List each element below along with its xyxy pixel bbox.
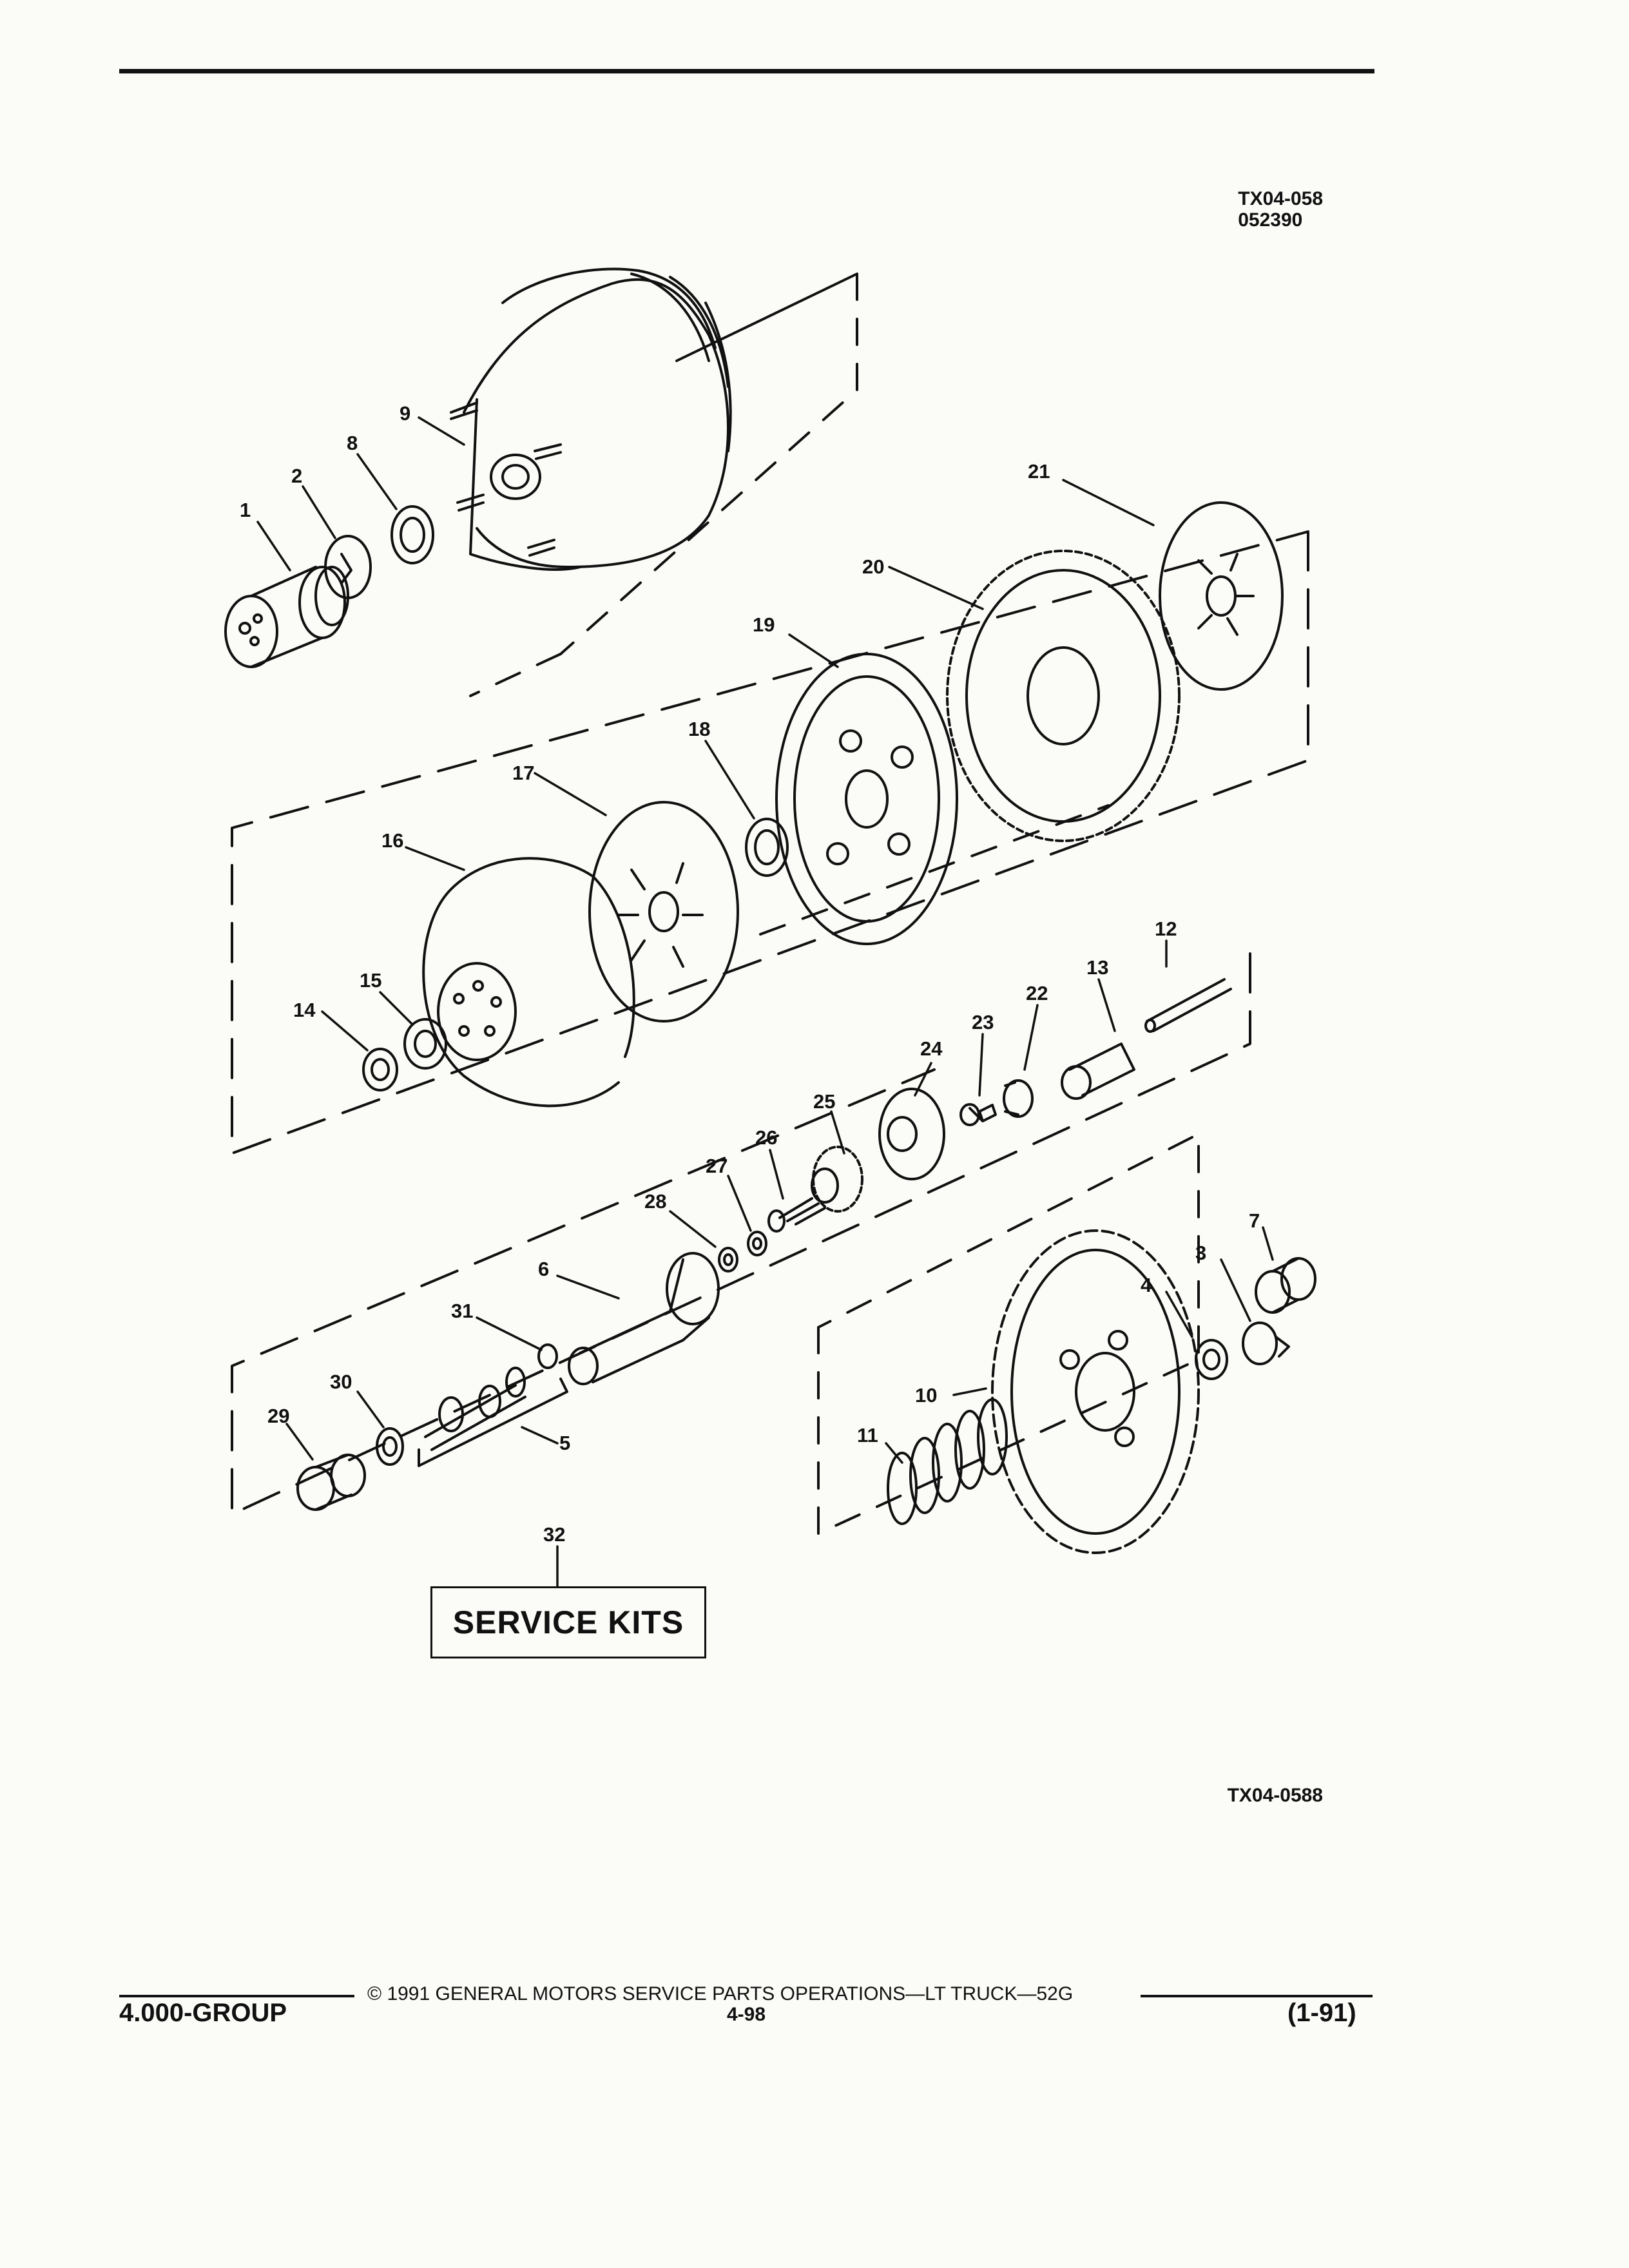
part-30-washer [376,1427,404,1466]
part-8-seal [390,505,434,564]
callout-18: 18 [688,718,710,740]
part-19-piston [775,653,958,945]
part-21-damper-plate [1159,501,1284,691]
part-5-valve-assembly [418,1367,568,1467]
part-18-seal [745,818,789,877]
callout-29: 29 [267,1405,289,1427]
frame-middle [231,530,1309,1155]
part-1-hub [224,566,349,668]
part-11-spring [887,1398,1008,1525]
callout-11: 11 [857,1424,878,1446]
footer-rule-right [1141,1995,1373,1997]
part-29-bushing [296,1454,366,1511]
figure-ref-date: 052390 [1238,209,1303,231]
callout-13: 13 [1086,956,1108,979]
service-kits-box: SERVICE KITS [430,1586,706,1658]
callout-9: 9 [400,402,410,425]
callout-16: 16 [381,829,403,852]
callout-3: 3 [1195,1242,1206,1264]
footer-copyright: © 1991 GENERAL MOTORS SERVICE PARTS OPER… [367,1983,1074,2004]
callout-22: 22 [1026,982,1048,1004]
callout-20: 20 [862,555,884,578]
figure-ref-block: TX04-058 052390 [1238,188,1323,231]
callout-2: 2 [291,465,302,487]
part-22-plug [1003,1079,1034,1118]
part-14-washer [362,1048,398,1091]
part-15-bushing [403,1018,447,1070]
callout-28: 28 [644,1190,666,1213]
part-12-pin [1144,978,1232,1033]
part-9-converter-cover [450,267,732,571]
frame-upper [469,273,858,697]
part-17-plate [588,801,739,1023]
part-2-washer [324,535,372,599]
figure-ref-code: TX04-058 [1238,188,1323,209]
callout-23: 23 [972,1011,994,1033]
part-28-washer [718,1247,738,1273]
header-rule [119,69,1374,73]
callout-32: 32 [543,1523,565,1546]
callout-24: 24 [920,1037,943,1060]
callout-8: 8 [347,432,358,454]
part-26-spring [767,1197,826,1233]
part-10-stator [991,1229,1200,1554]
callout-21: 21 [1028,460,1050,483]
callout-17: 17 [512,762,534,784]
part-31-oring [537,1343,558,1369]
callout-6: 6 [538,1258,549,1280]
callout-10: 10 [915,1384,937,1407]
callout-12: 12 [1155,918,1177,940]
service-kits-label: SERVICE KITS [452,1604,684,1640]
frame-lower-right [817,1133,1200,1535]
leader-lines [256,416,1274,1588]
figure-ref-code-bottom: TX04-0588 [1227,1785,1323,1806]
callout-26: 26 [755,1126,777,1149]
callout-1: 1 [240,499,251,521]
part-16-turbine [422,857,635,1108]
callout-14: 14 [293,999,316,1021]
callout-15: 15 [360,969,381,992]
callout-7: 7 [1249,1209,1260,1232]
part-13-plunger [1061,1043,1135,1100]
callout-27: 27 [706,1155,728,1177]
callout-19: 19 [753,613,775,636]
footer-revision: (1-91) [1287,1999,1356,2027]
part-24-pump-plate [878,1088,945,1180]
part-25-gear [811,1146,863,1213]
callout-labels: 1 2 8 9 21 20 19 18 17 16 15 14 12 13 22… [240,402,1260,1546]
callout-30: 30 [330,1370,352,1393]
part-7-bearing [1255,1257,1316,1314]
callout-25: 25 [813,1090,835,1113]
part-6-shaft [568,1252,720,1385]
footer-page-number: 4-98 [727,2004,766,2025]
footer-rule-left [119,1995,354,1997]
part-20-clutch-plate [946,550,1181,842]
part-4-washer [1195,1339,1228,1380]
part-27-washer [747,1231,767,1256]
part-23-bolt [959,1103,997,1126]
part-3-valve [1242,1321,1290,1365]
callout-4: 4 [1141,1274,1152,1296]
callout-31: 31 [451,1300,473,1322]
callout-5: 5 [559,1432,570,1454]
frame-lower-left [231,952,1251,1515]
footer-group: 4.000-GROUP [119,1999,287,2027]
